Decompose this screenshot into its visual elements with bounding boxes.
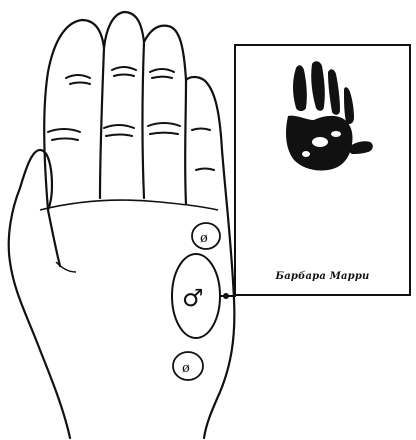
thumb-crease: [48, 210, 60, 266]
finger-gap-1: [100, 48, 104, 198]
handprint-image: [236, 46, 409, 294]
finger-gap-2: [143, 42, 145, 198]
lower-marker-symbol: ø: [182, 361, 190, 376]
finger-creases: [48, 67, 214, 170]
finger-gap-3: [185, 80, 186, 204]
signature-caption: Барбара Марри: [236, 271, 409, 282]
central-marker-symbol: ♂: [182, 284, 204, 312]
connector-dot: [223, 293, 229, 299]
finger-base-line: [40, 200, 218, 210]
upper-marker-symbol: ø: [200, 231, 208, 246]
handprint-card: Барбара Марри: [234, 44, 411, 296]
